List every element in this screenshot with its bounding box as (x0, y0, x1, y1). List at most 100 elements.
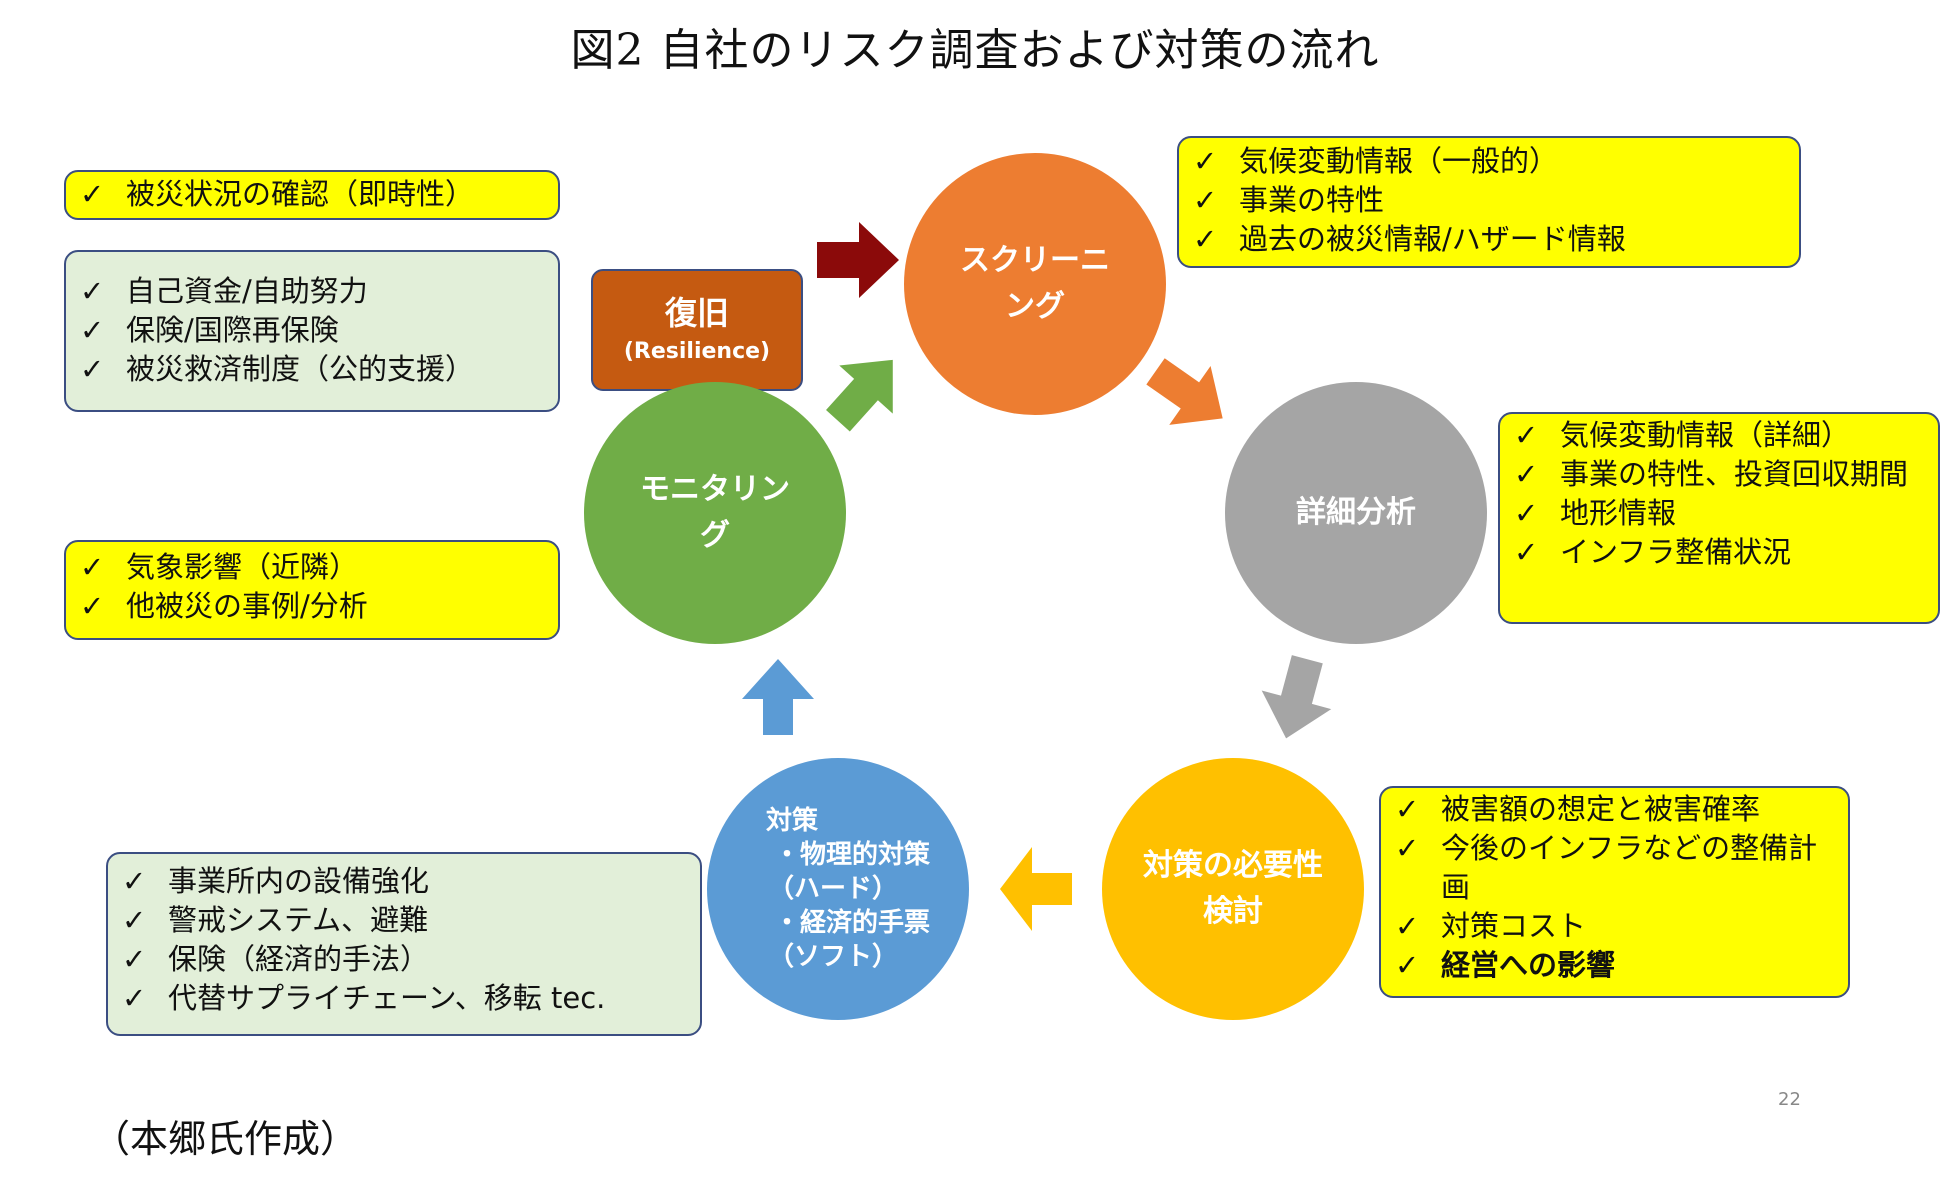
measures-label-line3: （ハード） (767, 874, 898, 904)
recovery-check-note: ✓ 被災状況の確認（即時性） (64, 170, 560, 220)
check-icon: ✓ (80, 274, 105, 308)
note-item-text: 経営への影響 (1441, 948, 1616, 982)
measures-label-line2: ・物理的対策 (773, 840, 930, 870)
note-item: ✓ インフラ整備状況 (1514, 533, 1924, 572)
monitoring-note: ✓ 気象影響（近隣） ✓ 他被災の事例/分析 (64, 540, 560, 640)
monitoring-label-line2: グ (700, 518, 730, 553)
finance-note: ✓ 自己資金/自助努力 ✓ 保険/国際再保険 ✓ 被災救済制度（公的支援） (64, 250, 560, 412)
check-icon: ✓ (1395, 909, 1420, 943)
necessity-label-line1: 対策の必要性 (1143, 848, 1323, 883)
arrow-necessity-to-measures (1000, 847, 1072, 931)
recovery-box: 復旧 (Resilience) (591, 269, 803, 391)
recovery-sublabel: (Resilience) (623, 339, 771, 364)
note-item-text: 保険（経済的手法） (168, 942, 430, 976)
note-item-text: 対策コスト (1441, 909, 1587, 943)
screening-circle: スクリーニ ング (904, 153, 1166, 415)
note-item: ✓ 地形情報 (1514, 494, 1924, 533)
note-item-text: 被災状況の確認（即時性） (126, 177, 475, 211)
check-icon: ✓ (1514, 418, 1539, 452)
screening-label-line1: スクリーニ (960, 243, 1110, 278)
check-icon: ✓ (1514, 535, 1539, 569)
screening-label-line2: ング (1005, 289, 1065, 324)
note-item-text: 保険/国際再保険 (126, 313, 339, 347)
note-item: ✓ 被災状況の確認（即時性） (80, 175, 544, 214)
note-item-text: 気象影響（近隣） (126, 550, 359, 584)
note-item-text: 事業の特性、投資回収期間 (1560, 457, 1909, 491)
note-item-text: 被害額の想定と被害確率 (1441, 792, 1761, 826)
note-item: ✓ 被害額の想定と被害確率 (1395, 790, 1834, 829)
note-item: ✓ 自己資金/自助努力 (80, 272, 544, 311)
note-item-text: 事業所内の設備強化 (168, 864, 430, 898)
note-item-text: 事業の特性 (1239, 183, 1385, 217)
check-icon: ✓ (80, 589, 105, 623)
arrow-recovery-to-screening (817, 222, 899, 298)
note-item: ✓ 今後のインフラなどの整備計画 (1395, 829, 1834, 907)
detailed-analysis-label: 詳細分析 (1296, 495, 1416, 530)
measures-circle: 対策 ・物理的対策 （ハード） ・経済的手票 （ソフト） (707, 758, 969, 1020)
necessity-label-line2: 検討 (1203, 894, 1263, 929)
note-item: ✓ 事業の特性、投資回収期間 (1514, 455, 1924, 494)
note-item: ✓ 警戒システム、避難 (122, 901, 686, 940)
note-item: ✓ 保険/国際再保険 (80, 311, 544, 350)
note-item-text: 他被災の事例/分析 (126, 589, 368, 623)
note-item-text: 過去の被災情報/ハザード情報 (1239, 222, 1626, 256)
note-item: ✓ 対策コスト (1395, 907, 1834, 946)
measures-label-line5: （ソフト） (767, 942, 898, 972)
note-item-text: 地形情報 (1560, 496, 1677, 530)
measures-note: ✓ 事業所内の設備強化 ✓ 警戒システム、避難 ✓ 保険（経済的手法） ✓ 代替サプライ… (106, 852, 702, 1036)
check-icon: ✓ (1193, 144, 1218, 178)
check-icon: ✓ (122, 903, 147, 937)
note-item: ✓ 他被災の事例/分析 (80, 587, 544, 626)
detailed-analysis-circle: 詳細分析 (1225, 382, 1487, 644)
necessity-circle: 対策の必要性 検討 (1102, 758, 1364, 1020)
note-item-text: 自己資金/自助努力 (126, 274, 368, 308)
note-item: ✓ 経営への影響 (1395, 946, 1834, 985)
figure-credit: （本郷氏作成） (92, 1117, 359, 1161)
note-item-text: 今後のインフラなどの整備計画 (1441, 831, 1818, 904)
flow-arrows (680, 222, 1332, 931)
note-item: ✓ 過去の被災情報/ハザード情報 (1193, 220, 1785, 259)
detailed-analysis-note: ✓ 気候変動情報（詳細） ✓ 事業の特性、投資回収期間 ✓ 地形情報 ✓ インフラ整備状… (1498, 412, 1940, 624)
check-icon: ✓ (80, 177, 105, 211)
check-icon: ✓ (122, 864, 147, 898)
check-icon: ✓ (1395, 831, 1420, 865)
check-icon: ✓ (80, 550, 105, 584)
note-item-text: 気候変動情報（一般的） (1239, 144, 1559, 178)
diagram-slide: 復旧 (Resilience) スクリーニ ング 詳細分析 対策の必要性 検討 … (0, 92, 1950, 1110)
arrow-detailed-to-necessity (1261, 655, 1332, 739)
arrow-measures-to-monitoring (742, 659, 814, 735)
recovery-label: 復旧 (664, 294, 729, 332)
note-item: ✓ 保険（経済的手法） (122, 940, 686, 979)
monitoring-circle: モニタリン グ (584, 382, 846, 644)
page-number: 22 (1778, 1089, 1801, 1110)
note-item: ✓ 代替サプライチェーン、移転 tec. (122, 979, 686, 1018)
arrow-screening-to-detailed (1146, 358, 1223, 425)
note-item: ✓ 気象影響（近隣） (80, 548, 544, 587)
note-item-text: 気候変動情報（詳細） (1560, 418, 1851, 452)
check-icon: ✓ (80, 352, 105, 386)
check-icon: ✓ (122, 981, 147, 1015)
check-icon: ✓ (1193, 183, 1218, 217)
figure-title: 図2 自社のリスク調査および対策の流れ (570, 25, 1380, 76)
check-icon: ✓ (1193, 222, 1218, 256)
check-icon: ✓ (1395, 948, 1420, 982)
note-item: ✓ 気候変動情報（一般的） (1193, 142, 1785, 181)
note-item: ✓ 事業の特性 (1193, 181, 1785, 220)
monitoring-label-line1: モニタリン (640, 472, 790, 507)
arrow-monitoring-to-screening (826, 359, 893, 432)
note-item-text: 警戒システム、避難 (168, 903, 429, 937)
note-item: ✓ 気候変動情報（詳細） (1514, 416, 1924, 455)
note-item: ✓ 事業所内の設備強化 (122, 862, 686, 901)
check-icon: ✓ (80, 313, 105, 347)
note-item-text: インフラ整備状況 (1560, 535, 1792, 569)
note-item: ✓ 被災救済制度（公的支援） (80, 350, 544, 389)
note-item-text: 被災救済制度（公的支援） (126, 352, 475, 386)
check-icon: ✓ (1514, 457, 1539, 491)
screening-note: ✓ 気候変動情報（一般的） ✓ 事業の特性 ✓ 過去の被災情報/ハザード情報 (1177, 136, 1801, 268)
measures-label-line1: 対策 (765, 806, 818, 836)
check-icon: ✓ (1514, 496, 1539, 530)
note-item-text: 代替サプライチェーン、移転 tec. (168, 981, 606, 1015)
check-icon: ✓ (1395, 792, 1420, 826)
necessity-note: ✓ 被害額の想定と被害確率 ✓ 今後のインフラなどの整備計画 ✓ 対策コスト ✓ 経営へ… (1379, 786, 1850, 998)
check-icon: ✓ (122, 942, 147, 976)
